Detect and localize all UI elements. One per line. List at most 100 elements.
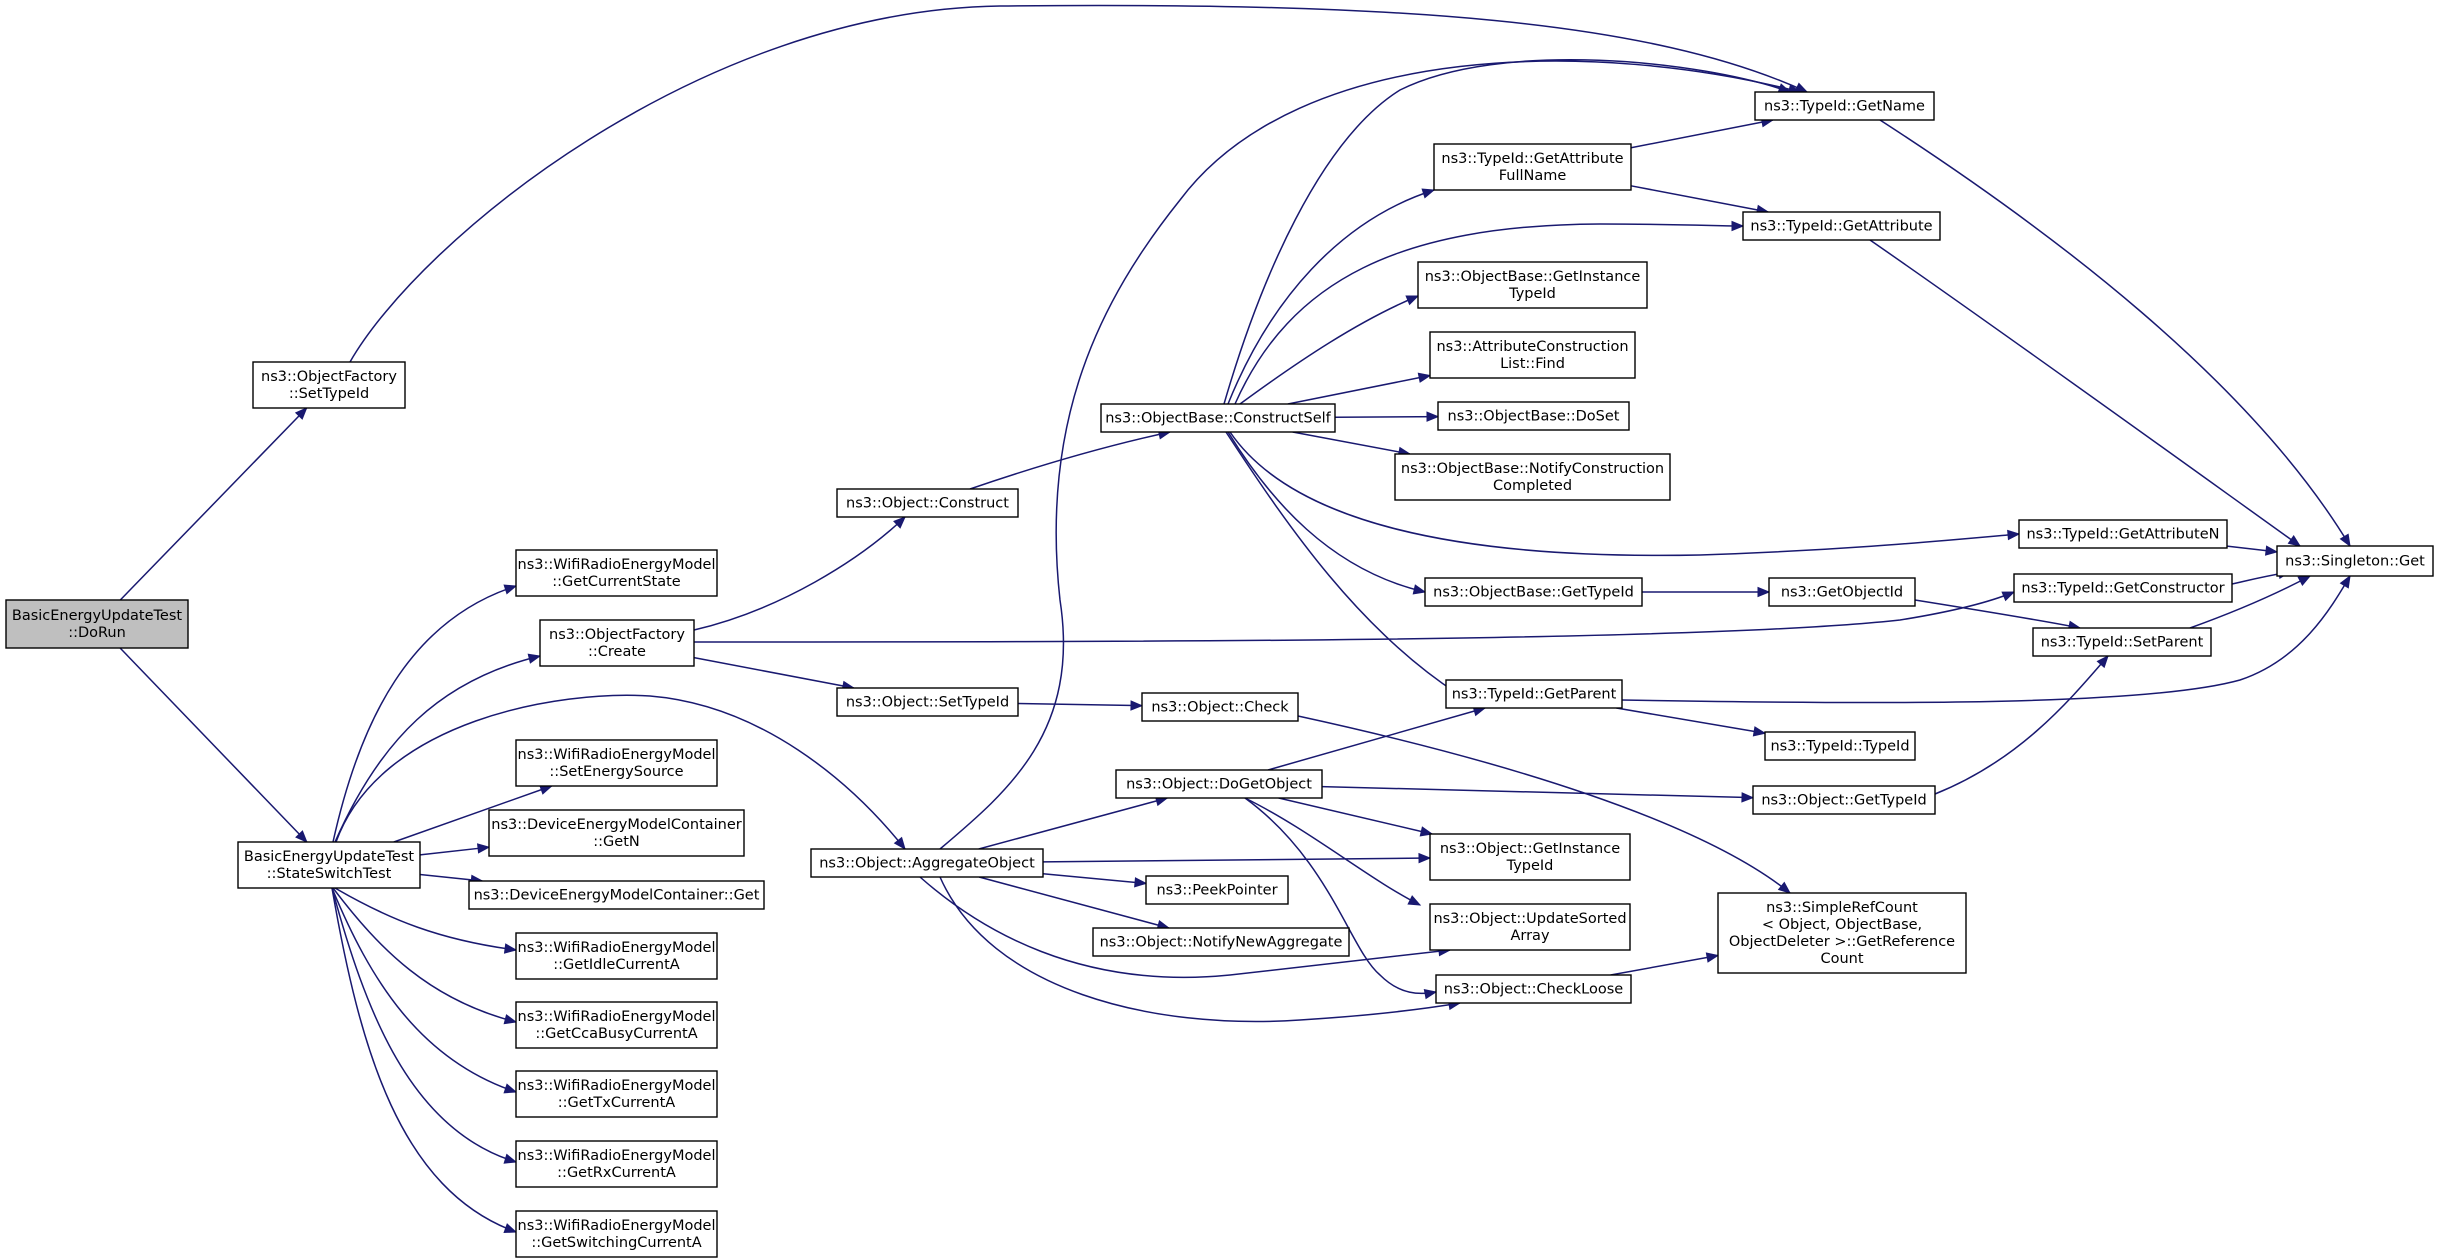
- edge-line: [1630, 185, 1769, 213]
- node-label-line: ns3::ObjectBase::NotifyConstruction: [1401, 461, 1664, 477]
- edge-line: [1914, 599, 2081, 629]
- graph-node-getcurrentstate[interactable]: ns3::WifiRadioEnergyModel::GetCurrentSta…: [515, 549, 718, 597]
- node-box: [836, 687, 1019, 717]
- node-box: [488, 809, 745, 857]
- edge-line: [1621, 575, 2351, 704]
- graph-node-ob-gettypeid[interactable]: ns3::ObjectBase::GetTypeId: [1424, 577, 1643, 607]
- node-box: [1433, 143, 1632, 191]
- graph-node-checkloose[interactable]: ns3::Object::CheckLoose: [1435, 974, 1632, 1004]
- call-edge: [978, 795, 1169, 850]
- call-edge: [693, 516, 906, 631]
- node-label-line: ns3::AttributeConstruction: [1436, 339, 1628, 355]
- node-box: [2032, 627, 2212, 657]
- graph-node-stateswitch[interactable]: BasicEnergyUpdateTest::StateSwitchTest: [237, 841, 421, 889]
- edge-line: [2189, 575, 2311, 629]
- node-label-line: ns3::ObjectFactory: [549, 627, 685, 643]
- graph-node-dcget[interactable]: ns3::DeviceEnergyModelContainer::Get: [468, 880, 765, 910]
- graph-node-constructself[interactable]: ns3::ObjectBase::ConstructSelf: [1100, 403, 1336, 433]
- graph-node-singleton[interactable]: ns3::Singleton::Get: [2276, 545, 2434, 577]
- node-box: [1717, 892, 1967, 974]
- node-box: [515, 1210, 718, 1258]
- graph-node-getrefcount[interactable]: ns3::SimpleRefCount< Object, ObjectBase,…: [1717, 892, 1967, 974]
- call-edge: [419, 843, 491, 856]
- arrowhead: [2264, 545, 2279, 556]
- arrowhead: [476, 843, 491, 854]
- node-label-line: ::Create: [588, 644, 646, 660]
- graph-node-getconstructor[interactable]: ns3::TypeId::GetConstructor: [2013, 573, 2233, 603]
- node-label-line: TypeId: [1506, 858, 1554, 874]
- node-box: [1424, 577, 1643, 607]
- node-box: [2276, 545, 2434, 577]
- edge-line: [978, 876, 1170, 929]
- graph-node-notifynewagg[interactable]: ns3::Object::NotifyNewAggregate: [1092, 927, 1350, 957]
- graph-node-obj-settypeid[interactable]: ns3::Object::SetTypeId: [836, 687, 1019, 717]
- call-edge: [1042, 852, 1432, 864]
- graph-node-setparent[interactable]: ns3::TypeId::SetParent: [2032, 627, 2212, 657]
- graph-node-getrx[interactable]: ns3::WifiRadioEnergyModel::GetRxCurrentA: [515, 1140, 718, 1188]
- graph-node-dorun[interactable]: BasicEnergyUpdateTest::DoRun: [5, 599, 189, 649]
- arrowhead: [1412, 584, 1427, 595]
- edge-line: [1287, 374, 1431, 405]
- node-label-line: ::GetCcaBusyCurrentA: [535, 1026, 697, 1042]
- node-box: [836, 488, 1019, 518]
- arrowhead: [2339, 574, 2351, 589]
- arrowhead: [1405, 295, 1420, 306]
- graph-node-setenergysource[interactable]: ns3::WifiRadioEnergyModel::SetEnergySour…: [515, 739, 718, 787]
- call-edge: [969, 429, 1172, 490]
- node-box: [1394, 453, 1671, 501]
- graph-node-peekpointer[interactable]: ns3::PeekPointer: [1145, 875, 1289, 905]
- graph-node-getattribute[interactable]: ns3::TypeId::GetAttribute: [1742, 211, 1941, 241]
- graph-node-getidle[interactable]: ns3::WifiRadioEnergyModel::GetIdleCurren…: [515, 932, 718, 980]
- node-box: [1417, 261, 1648, 309]
- call-edge: [1229, 431, 2021, 557]
- graph-node-getparent[interactable]: ns3::TypeId::GetParent: [1445, 679, 1623, 709]
- node-box: [1435, 974, 1632, 1004]
- call-edge: [1621, 574, 2351, 704]
- node-label-line: ns3::Object::UpdateSorted: [1433, 911, 1626, 927]
- call-edge: [119, 407, 308, 601]
- node-label-line: ns3::TypeId::SetParent: [2041, 635, 2204, 651]
- graph-node-create[interactable]: ns3::ObjectFactory::Create: [539, 619, 695, 667]
- node-label-line: ns3::TypeId::GetParent: [1452, 687, 1617, 703]
- node-label-line: ::GetCurrentState: [552, 574, 681, 590]
- graph-node-settypeid-factory[interactable]: ns3::ObjectFactory::SetTypeId: [252, 361, 406, 409]
- node-label-line: ns3::DeviceEnergyModelContainer: [491, 817, 742, 833]
- graph-node-gettx[interactable]: ns3::WifiRadioEnergyModel::GetTxCurrentA: [515, 1070, 718, 1118]
- arrowhead: [893, 836, 906, 851]
- graph-node-dogetobject[interactable]: ns3::Object::DoGetObject: [1115, 769, 1323, 799]
- node-box: [1768, 577, 1916, 607]
- graph-node-getccabusy[interactable]: ns3::WifiRadioEnergyModel::GetCcaBusyCur…: [515, 1001, 718, 1049]
- graph-node-typeid-typeid[interactable]: ns3::TypeId::TypeId: [1764, 731, 1916, 761]
- graph-node-obj-gettypeid[interactable]: ns3::Object::GetTypeId: [1752, 785, 1936, 815]
- node-label-line: List::Find: [1500, 356, 1565, 372]
- node-label-line: ns3::ObjectFactory: [261, 369, 397, 385]
- graph-node-getname[interactable]: ns3::TypeId::GetName: [1754, 91, 1935, 121]
- graph-node-getattributen[interactable]: ns3::TypeId::GetAttributeN: [2018, 519, 2228, 549]
- node-label-line: ns3::Object::SetTypeId: [846, 695, 1009, 711]
- graph-node-aggregate[interactable]: ns3::Object::AggregateObject: [810, 848, 1044, 878]
- node-box: [515, 1070, 718, 1118]
- node-label-line: ns3::ObjectBase::DoSet: [1448, 409, 1620, 425]
- arrowhead: [1752, 726, 1767, 737]
- graph-node-notifyconstruction[interactable]: ns3::ObjectBase::NotifyConstructionCompl…: [1394, 453, 1671, 501]
- graph-node-doset[interactable]: ns3::ObjectBase::DoSet: [1437, 401, 1630, 431]
- edge-line: [1244, 797, 1437, 995]
- graph-node-getn[interactable]: ns3::DeviceEnergyModelContainer::GetN: [488, 809, 745, 857]
- call-edge: [1042, 873, 1148, 888]
- nodes-layer: BasicEnergyUpdateTest::DoRunns3::ObjectF…: [5, 91, 2434, 1258]
- call-edge: [939, 60, 1802, 850]
- call-edge: [2226, 545, 2279, 556]
- graph-node-construct[interactable]: ns3::Object::Construct: [836, 488, 1019, 518]
- edge-line: [1869, 239, 2301, 547]
- arrowhead: [295, 830, 308, 843]
- graph-node-check[interactable]: ns3::Object::Check: [1141, 692, 1299, 722]
- edge-line: [1610, 954, 1719, 976]
- arrowhead: [527, 653, 542, 664]
- graph-node-getswitching[interactable]: ns3::WifiRadioEnergyModel::GetSwitchingC…: [515, 1210, 718, 1258]
- graph-node-getobjectid[interactable]: ns3::GetObjectId: [1768, 577, 1916, 607]
